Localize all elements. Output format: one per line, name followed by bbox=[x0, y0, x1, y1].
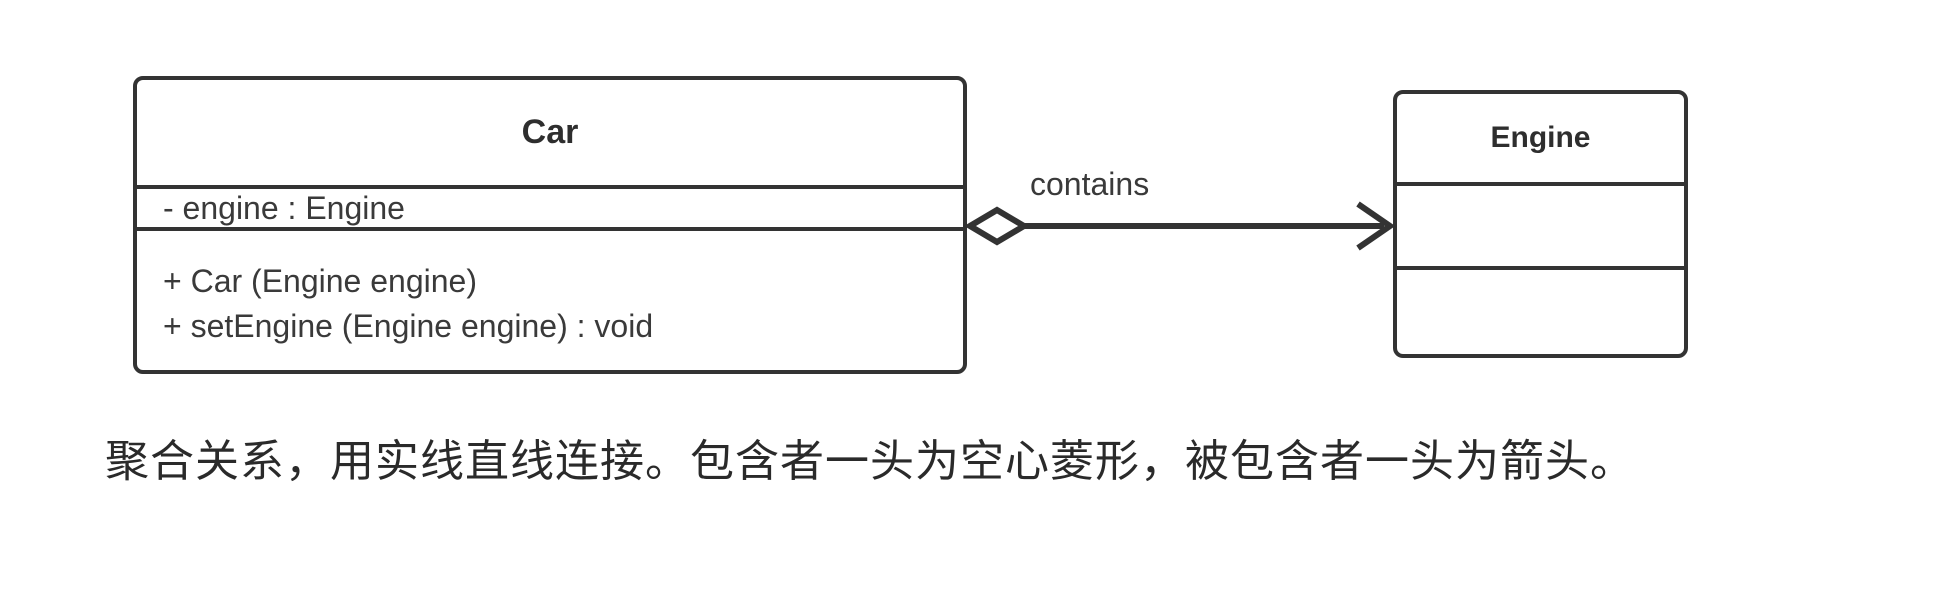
hollow-diamond-icon bbox=[964, 206, 1030, 246]
class-name-car: Car bbox=[521, 113, 579, 151]
methods-compartment-car: + Car (Engine engine) + setEngine (Engin… bbox=[137, 227, 963, 370]
methods-compartment-engine bbox=[1397, 266, 1684, 354]
attributes-compartment-car: - engine : Engine bbox=[137, 185, 963, 227]
attributes-compartment-engine bbox=[1397, 182, 1684, 266]
attribute-row: - engine : Engine bbox=[163, 190, 405, 226]
class-name-engine: Engine bbox=[1490, 121, 1591, 154]
aggregation-connector[interactable] bbox=[960, 196, 1400, 258]
uml-class-car[interactable]: Car - engine : Engine + Car (Engine engi… bbox=[133, 76, 967, 374]
diagram-caption: 聚合关系，用实线直线连接。包含者一头为空心菱形，被包含者一头为箭头。 bbox=[105, 437, 1635, 486]
association-label: contains bbox=[1030, 166, 1150, 202]
uml-class-engine[interactable]: Engine bbox=[1393, 90, 1688, 358]
method-row: + Car (Engine engine) bbox=[163, 262, 477, 299]
open-arrow-icon bbox=[1356, 201, 1396, 251]
method-row: + setEngine (Engine engine) : void bbox=[163, 307, 654, 344]
